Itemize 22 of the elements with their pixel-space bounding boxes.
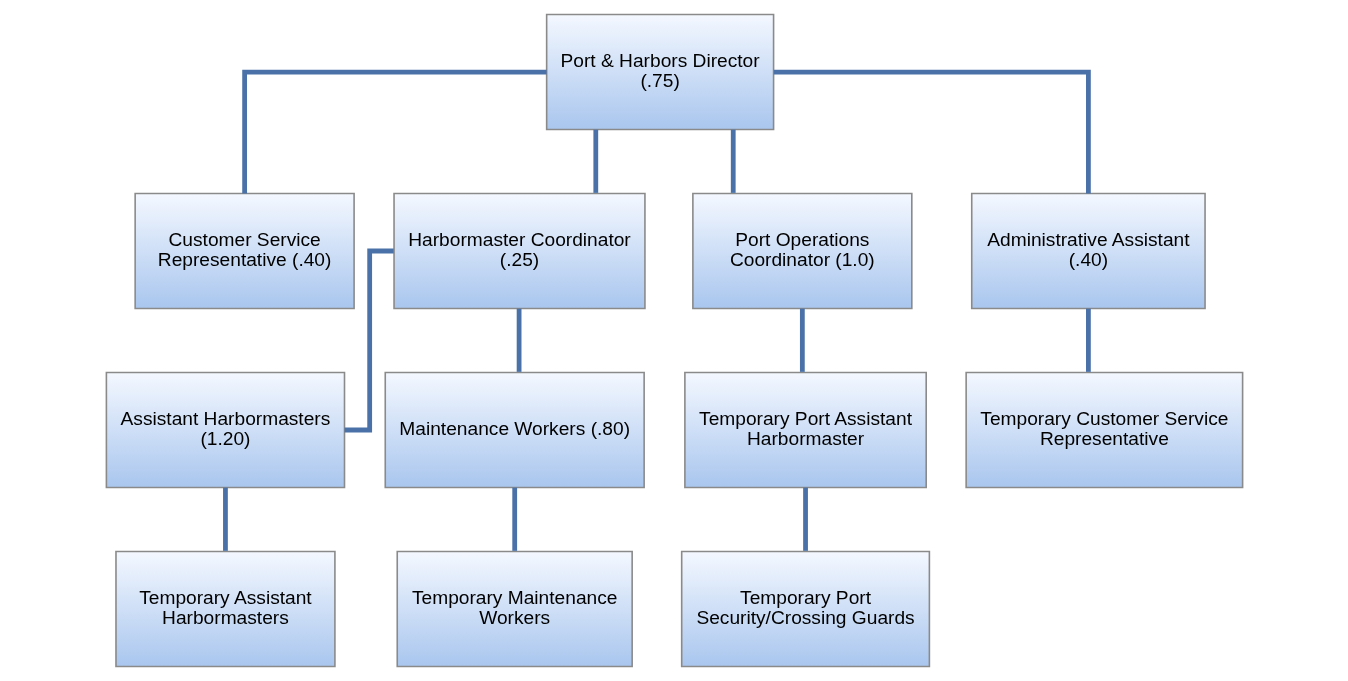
node-box: Port Operations Coordinator (1.0) [691, 192, 913, 310]
connector [730, 129, 736, 193]
node-box: Administrative Assistant (.40) [970, 192, 1206, 310]
connector [516, 308, 521, 372]
connector [222, 487, 228, 551]
node-box: Port & Harbors Director (.75) [545, 13, 774, 131]
connector [1085, 308, 1091, 372]
node-box: Temporary Customer Service Representative [964, 371, 1243, 489]
node-box: Maintenance Workers (.80) [383, 371, 645, 489]
node-box: Temporary Port Security/Crossing Guards [680, 550, 930, 668]
node-box: Temporary Port Assistant Harbormaster [683, 371, 927, 489]
connector [511, 487, 517, 551]
node-box: Temporary Maintenance Workers [395, 550, 633, 668]
node-box: Harbormaster Coordinator (.25) [392, 192, 646, 310]
connector [773, 69, 1091, 194]
connector [241, 69, 547, 194]
node-box: Temporary Assistant Harbormasters [114, 550, 336, 668]
node-box: Assistant Harbormasters (1.20) [105, 371, 345, 489]
connector [802, 487, 808, 551]
connector [592, 129, 598, 193]
connector [799, 308, 805, 372]
node-box: Customer Service Representative (.40) [133, 192, 355, 310]
